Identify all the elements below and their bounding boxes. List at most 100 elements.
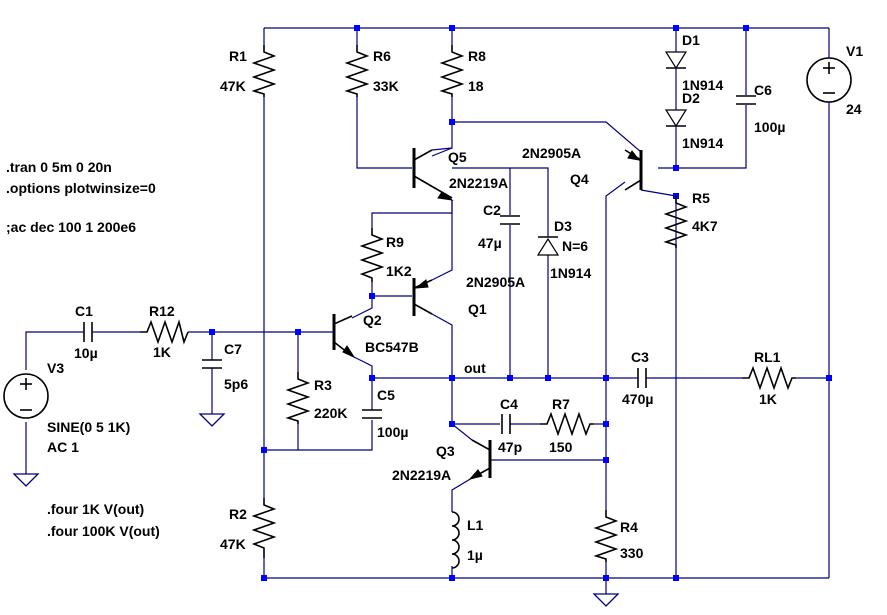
transistor-q4: 2N2905A Q4 — [522, 145, 643, 191]
svg-text:1N914: 1N914 — [682, 77, 723, 93]
svg-text:N=6: N=6 — [562, 238, 588, 254]
svg-text:Q2: Q2 — [363, 312, 382, 328]
svg-text:D3: D3 — [554, 218, 572, 234]
svg-text:220K: 220K — [314, 405, 347, 421]
spice-directives: .tran 0 5m 0 20n .options plotwinsize=0 … — [6, 159, 160, 539]
capacitor-c1: C1 10µ — [74, 303, 98, 361]
svg-text:C6: C6 — [754, 82, 772, 98]
svg-text:Q3: Q3 — [436, 443, 455, 459]
capacitor-c2: C2 47µ — [478, 202, 520, 251]
svg-text:1µ: 1µ — [467, 547, 483, 563]
svg-text:R4: R4 — [620, 519, 638, 535]
svg-text:33K: 33K — [373, 78, 399, 94]
directive-ac: ;ac dec 100 1 200e6 — [6, 219, 136, 235]
resistor-rl1: RL1 1K — [742, 349, 796, 407]
ground-symbol-c7 — [198, 413, 226, 427]
svg-text:4K7: 4K7 — [692, 218, 718, 234]
svg-text:D1: D1 — [682, 32, 700, 48]
svg-text:2N2219A: 2N2219A — [392, 467, 451, 483]
capacitor-c4: C4 47p — [498, 396, 522, 455]
svg-text:1K2: 1K2 — [386, 263, 412, 279]
svg-text:L1: L1 — [467, 517, 484, 533]
voltage-source-v3: V3 SINE(0 5 1K) AC 1 — [3, 360, 130, 455]
diode-d1: D1 1N914 — [664, 32, 723, 93]
svg-text:R12: R12 — [149, 303, 175, 319]
svg-text:1N914: 1N914 — [550, 265, 591, 281]
resistor-r9: R9 1K2 — [359, 228, 412, 282]
svg-text:D2: D2 — [682, 90, 700, 106]
svg-text:2N2905A: 2N2905A — [522, 145, 581, 161]
svg-text:2N2219A: 2N2219A — [449, 175, 508, 191]
svg-text:R8: R8 — [468, 48, 486, 64]
svg-text:C5: C5 — [377, 387, 395, 403]
directive-tran: .tran 0 5m 0 20n — [6, 159, 112, 175]
resistor-r4: R4 330 — [593, 510, 644, 562]
transistor-q2: Q2 BC547B — [312, 312, 419, 359]
svg-text:R3: R3 — [314, 377, 332, 393]
svg-text:100µ: 100µ — [754, 119, 785, 135]
directive-options: .options plotwinsize=0 — [6, 180, 156, 196]
svg-text:47µ: 47µ — [478, 235, 502, 251]
svg-text:1N914: 1N914 — [682, 135, 723, 151]
wires — [25, 27, 830, 594]
svg-text:150: 150 — [549, 439, 573, 455]
svg-text:2N2905A: 2N2905A — [466, 274, 525, 290]
svg-text:10µ: 10µ — [74, 345, 98, 361]
svg-text:1K: 1K — [153, 344, 171, 360]
svg-text:47K: 47K — [220, 536, 246, 552]
transistor-q1: 2N2905A Q1 — [412, 274, 525, 317]
capacitor-c5: C5 100µ — [362, 387, 408, 440]
directive-four-100k: .four 100K V(out) — [47, 523, 160, 539]
resistor-r5: R5 4K7 — [663, 190, 718, 248]
svg-text:24: 24 — [846, 101, 862, 117]
svg-text:C2: C2 — [483, 202, 501, 218]
svg-text:AC 1: AC 1 — [47, 439, 79, 455]
ground-symbol-r4 — [592, 593, 620, 607]
svg-text:R2: R2 — [229, 506, 247, 522]
inductor-l1: L1 1µ — [451, 511, 484, 569]
svg-text:R5: R5 — [692, 190, 710, 206]
svg-text:1K: 1K — [759, 391, 777, 407]
resistor-r8: R8 18 — [439, 45, 486, 97]
svg-text:C4: C4 — [500, 396, 518, 412]
svg-text:V1: V1 — [846, 43, 863, 59]
diode-d3: D3 N=6 1N914 — [536, 218, 591, 281]
svg-text:5p6: 5p6 — [224, 376, 248, 392]
resistor-r7: R7 150 — [540, 396, 594, 455]
svg-text:R1: R1 — [229, 48, 247, 64]
svg-text:47K: 47K — [220, 78, 246, 94]
svg-text:18: 18 — [468, 78, 484, 94]
svg-text:Q5: Q5 — [448, 149, 467, 165]
capacitor-c6: C6 100µ — [736, 82, 785, 135]
svg-text:C3: C3 — [631, 349, 649, 365]
svg-text:47p: 47p — [498, 439, 522, 455]
svg-text:R9: R9 — [386, 234, 404, 250]
svg-text:R7: R7 — [552, 396, 570, 412]
svg-text:SINE(0 5 1K): SINE(0 5 1K) — [47, 419, 130, 435]
resistor-r12: R12 1K — [140, 303, 189, 360]
directive-four-1k: .four 1K V(out) — [47, 501, 144, 517]
svg-text:C7: C7 — [224, 341, 242, 357]
ground-symbol-v3 — [12, 473, 40, 487]
resistor-r3: R3 220K — [285, 372, 347, 424]
svg-text:R6: R6 — [373, 48, 391, 64]
svg-text:BC547B: BC547B — [365, 339, 419, 355]
voltage-source-v1: V1 24 — [806, 43, 863, 117]
resistor-r1: R1 47K — [220, 45, 277, 97]
resistor-r6: R6 33K — [344, 45, 399, 97]
diode-d2: D2 1N914 — [664, 90, 723, 151]
capacitor-c3: C3 470µ — [622, 349, 653, 407]
transistor-q5: Q5 2N2219A — [412, 147, 508, 201]
svg-text:V3: V3 — [47, 360, 64, 376]
svg-text:100µ: 100µ — [377, 424, 408, 440]
svg-text:RL1: RL1 — [754, 349, 781, 365]
transistor-q3: Q3 2N2219A — [392, 439, 492, 483]
svg-text:470µ: 470µ — [622, 391, 653, 407]
capacitor-c7: C7 5p6 — [202, 341, 248, 392]
svg-text:330: 330 — [620, 545, 644, 561]
svg-text:C1: C1 — [75, 303, 93, 319]
net-label-out: out — [464, 360, 486, 376]
resistor-r2: R2 47K — [220, 498, 277, 558]
svg-text:Q4: Q4 — [570, 171, 589, 187]
